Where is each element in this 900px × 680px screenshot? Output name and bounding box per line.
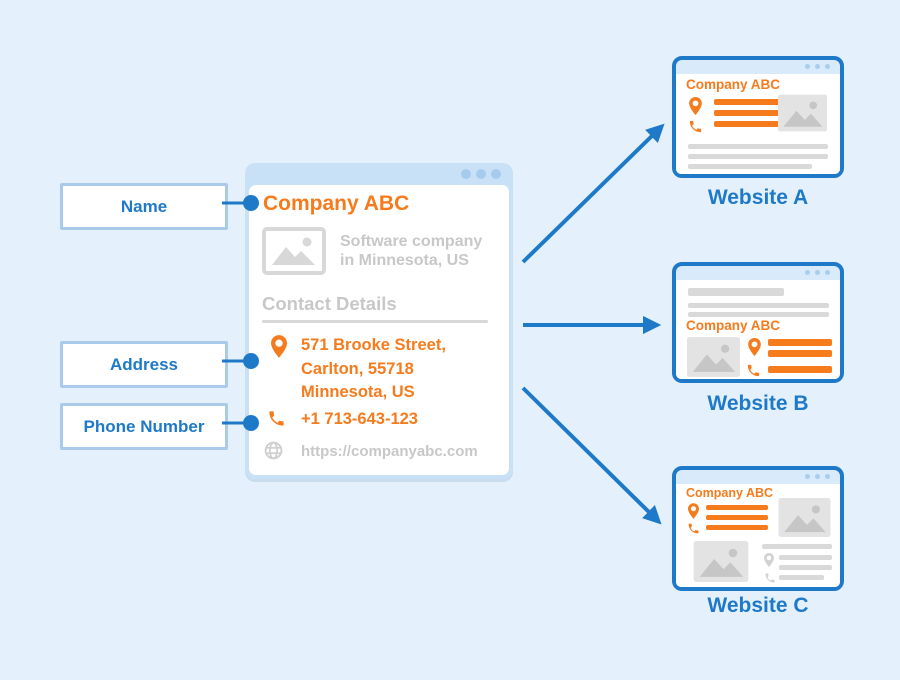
text-line-bar xyxy=(688,303,829,308)
text-line-bar xyxy=(706,505,768,510)
window-dots-icon xyxy=(461,169,501,179)
text-line-bar xyxy=(714,99,782,105)
divider xyxy=(262,320,488,323)
arrow-to-website-c xyxy=(521,386,662,525)
company-description: Software company in Minnesota, US xyxy=(340,233,483,269)
window-dots-icon xyxy=(805,270,830,275)
phone-icon xyxy=(688,119,703,134)
text-line-bar xyxy=(688,164,812,169)
name-label: Name xyxy=(120,196,168,216)
website-b-caption: Website B xyxy=(707,392,809,415)
text-line-bar xyxy=(779,565,832,570)
location-pin-icon xyxy=(748,338,761,356)
name-label-box: Name xyxy=(60,183,228,230)
text-line-bar xyxy=(706,525,768,530)
location-pin-icon xyxy=(271,335,287,358)
business-listing-body: Company ABC Software company in Minnesot… xyxy=(249,185,509,475)
company-address: 571 Brooke Street, Carlton, 55718 Minnes… xyxy=(301,336,446,401)
text-line-bar xyxy=(768,350,832,357)
window-dots-icon xyxy=(805,474,830,479)
website-a-window: Company ABC xyxy=(672,56,844,178)
company-phone: +1 713-643-123 xyxy=(301,410,418,428)
text-line-bar xyxy=(714,121,782,127)
website-b-body: Company ABC xyxy=(676,280,840,379)
address-label-box: Address xyxy=(60,341,228,388)
text-line-bar xyxy=(762,544,832,549)
company-website-url: https://companyabc.com xyxy=(301,443,478,460)
image-placeholder-icon xyxy=(687,336,740,378)
website-b-window: Company ABC xyxy=(672,262,844,383)
image-placeholder-icon xyxy=(778,94,827,132)
business-listing-card: Company ABC Software company in Minnesot… xyxy=(245,163,513,479)
phone-label: Phone Number xyxy=(83,416,205,436)
location-pin-icon xyxy=(689,97,702,115)
text-line-bar xyxy=(688,154,828,159)
website-a-body: Company ABC xyxy=(676,74,840,174)
website-c-window: Company ABC xyxy=(672,466,844,591)
arrow-to-website-a xyxy=(521,123,665,264)
company-name: Company ABC xyxy=(686,318,781,333)
location-pin-icon xyxy=(688,503,699,519)
address-label: Address xyxy=(109,354,179,374)
image-placeholder-icon xyxy=(777,498,832,537)
website-c-caption: Website C xyxy=(707,594,809,617)
phone-icon xyxy=(746,363,761,378)
text-line-bar xyxy=(768,366,832,373)
text-line-bar xyxy=(779,575,824,580)
text-line-bar xyxy=(688,312,829,317)
image-placeholder-icon xyxy=(692,541,750,582)
text-line-bar xyxy=(688,288,784,296)
website-c-body: Company ABC xyxy=(676,484,840,587)
website-a-caption: Website A xyxy=(707,186,809,209)
contact-details-title: Contact Details xyxy=(262,293,397,314)
company-name: Company ABC xyxy=(686,77,781,92)
image-placeholder-icon xyxy=(262,227,326,275)
phone-icon xyxy=(267,409,286,428)
phone-label-box: Phone Number xyxy=(60,403,228,450)
phone-icon xyxy=(687,522,700,535)
text-line-bar xyxy=(714,110,782,116)
text-line-bar xyxy=(688,144,828,149)
text-line-bar xyxy=(768,339,832,346)
company-name: Company ABC xyxy=(263,192,410,215)
text-line-bar xyxy=(779,555,832,560)
window-dots-icon xyxy=(805,64,830,69)
location-pin-icon xyxy=(764,553,774,567)
text-line-bar xyxy=(706,515,768,520)
globe-icon xyxy=(264,441,283,460)
company-name: Company ABC xyxy=(686,486,774,500)
phone-icon xyxy=(764,572,776,584)
